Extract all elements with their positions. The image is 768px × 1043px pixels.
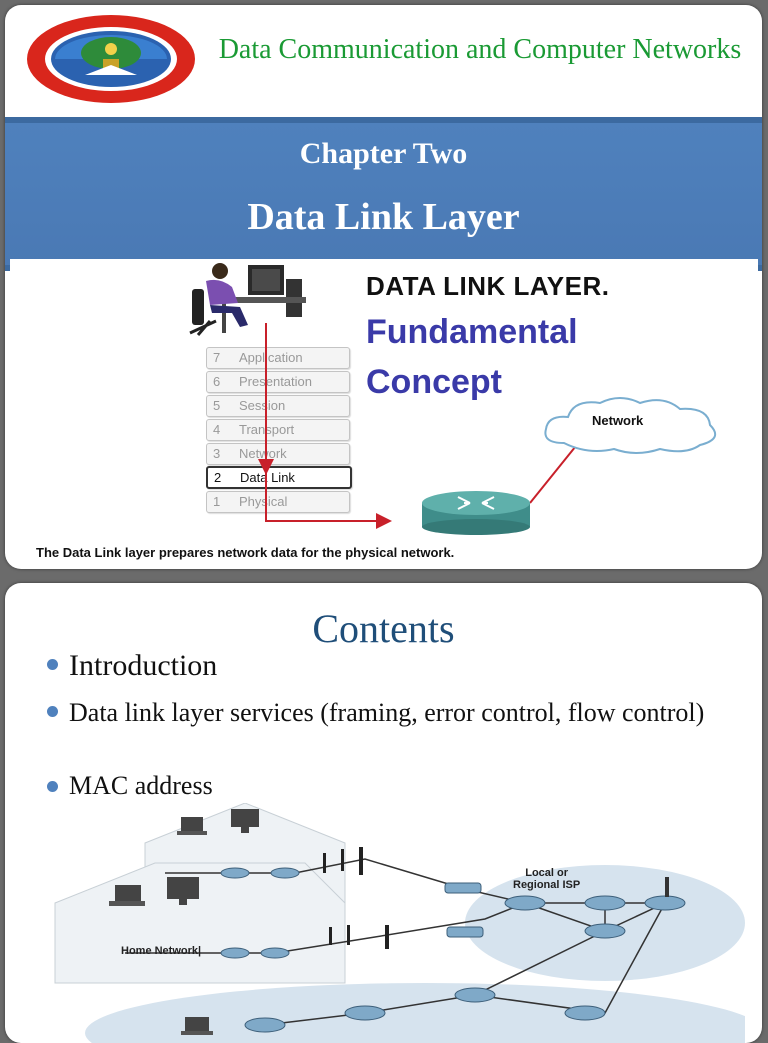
bullet-icon (47, 706, 58, 717)
course-title: Data Communication and Computer Networks (218, 34, 742, 65)
contents-title: Contents (312, 606, 455, 651)
person-at-computer-icon (189, 263, 306, 336)
chapter-title: Data Link Layer (247, 196, 520, 238)
cloud-icon (544, 397, 717, 454)
router-icon (422, 491, 530, 535)
network-diagram (54, 803, 745, 1043)
figure-subheading-1: Fundamental (366, 313, 578, 351)
cloud-label: Network (592, 413, 644, 428)
list-item: Data link layer services (framing, error… (47, 695, 707, 730)
home-network-label: Home Network| (121, 945, 202, 957)
title-band: Chapter Two Data Link Layer (5, 117, 762, 271)
figure-subheading-2: Concept (366, 363, 502, 401)
title-slide: Data Communication and Computer Networks… (5, 5, 762, 569)
list-item: Introduction (47, 649, 217, 683)
bullet-icon (47, 781, 58, 792)
contents-slide: Contents Introduction Data link layer se… (5, 583, 762, 1043)
university-logo (27, 15, 195, 103)
chapter-label: Chapter Two (299, 137, 468, 170)
isp-label: Local or Regional ISP (513, 867, 581, 891)
bullet-icon (47, 659, 58, 670)
desktop-icon (167, 809, 259, 905)
list-item: MAC address (47, 771, 213, 801)
figure-heading: DATA LINK LAYER. (366, 271, 610, 301)
figure-caption: The Data Link layer prepares network dat… (36, 545, 455, 560)
